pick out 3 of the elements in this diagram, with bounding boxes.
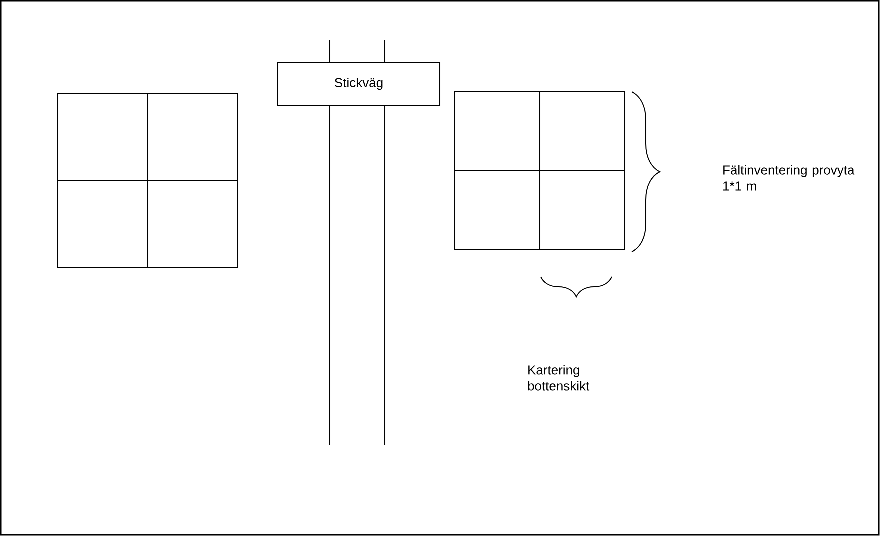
- sign-box: Stickväg: [278, 62, 440, 106]
- annotation-text: Fältinventering provyta 1*1 m: [724, 165, 855, 191]
- annotation-text: Kartering bottenskikt: [528, 365, 590, 391]
